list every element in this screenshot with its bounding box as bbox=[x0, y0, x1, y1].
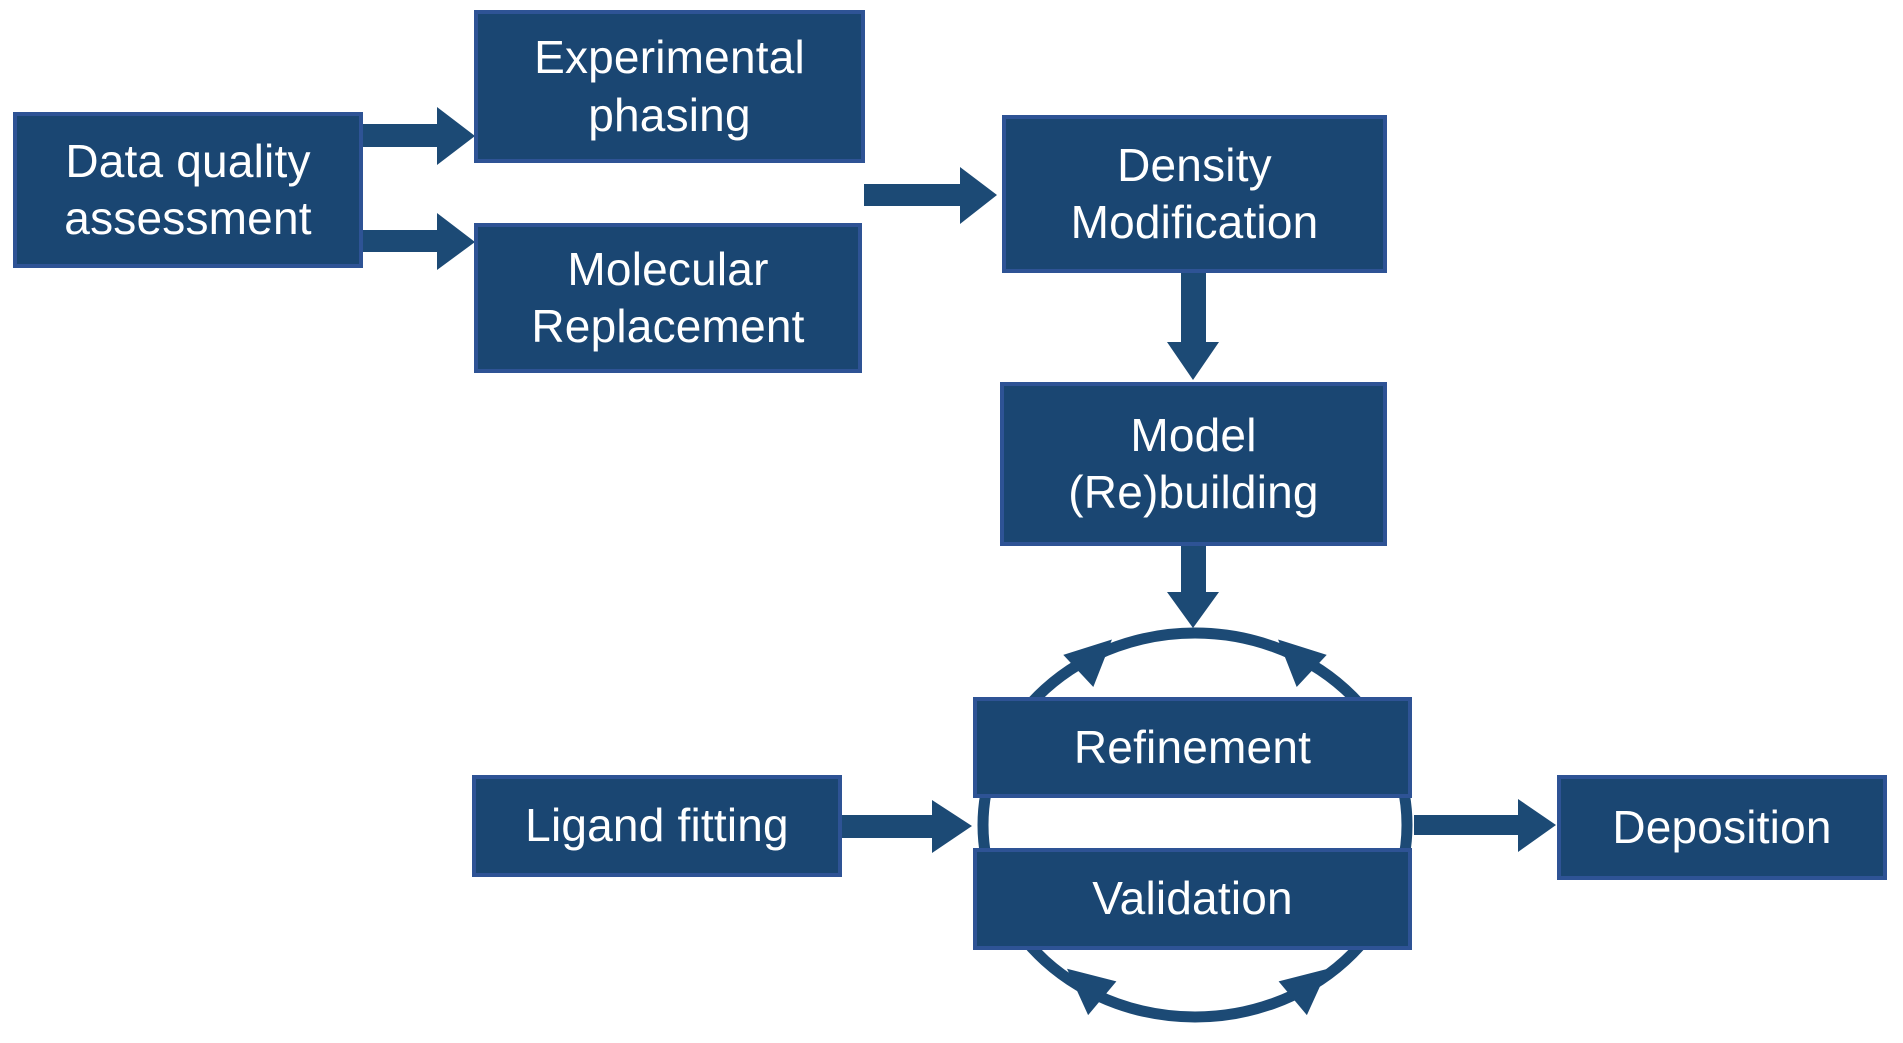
node-refinement: Refinement bbox=[973, 697, 1412, 798]
node-density-modification: Density Modification bbox=[1002, 115, 1387, 273]
arrow-dqa-to-molecular-replacement bbox=[363, 213, 475, 270]
node-data-quality-assessment: Data quality assessment bbox=[13, 112, 363, 268]
node-validation: Validation bbox=[973, 848, 1412, 950]
arrow-model-rebuilding-to-cycle bbox=[1167, 546, 1219, 628]
node-model-rebuilding: Model (Re)building bbox=[1000, 382, 1387, 546]
cycle-arrowhead-bottom-left-icon bbox=[1067, 968, 1117, 1016]
arrow-dqa-to-experimental-phasing bbox=[363, 107, 475, 165]
cycle-arrowhead-top-left-icon bbox=[1063, 639, 1112, 688]
node-deposition: Deposition bbox=[1557, 775, 1887, 880]
arrow-ligand-fitting-to-cycle bbox=[842, 800, 972, 853]
node-ligand-fitting: Ligand fitting bbox=[472, 775, 842, 877]
arrow-density-to-model-rebuilding bbox=[1167, 273, 1219, 380]
node-experimental-phasing: Experimental phasing bbox=[474, 10, 865, 163]
arrow-phasing-to-density-modification bbox=[864, 167, 997, 224]
arrow-cycle-to-deposition bbox=[1414, 799, 1556, 852]
node-molecular-replacement: Molecular Replacement bbox=[474, 223, 862, 373]
cycle-arrowhead-bottom-right-icon bbox=[1278, 968, 1328, 1016]
cycle-arrowhead-top-right-icon bbox=[1278, 639, 1327, 688]
cycle-ring bbox=[977, 627, 1413, 1023]
